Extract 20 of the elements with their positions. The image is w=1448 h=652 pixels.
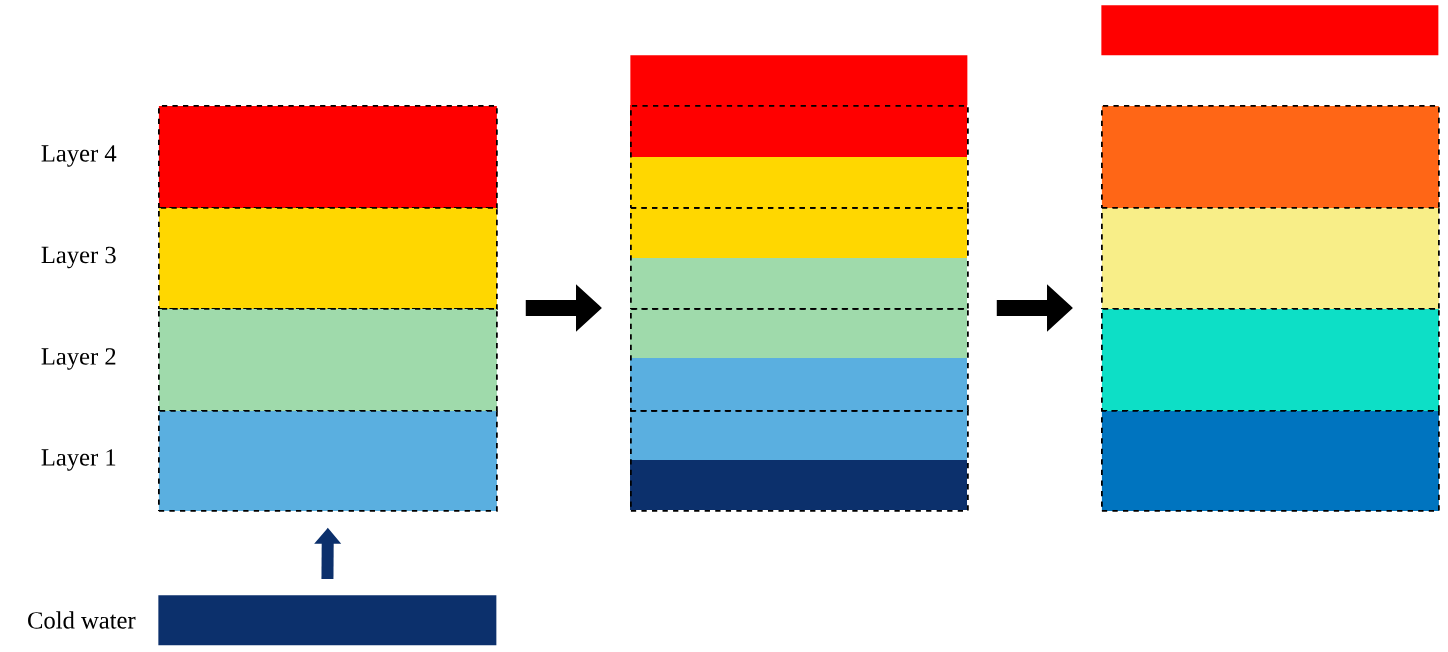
layer-label: Layer 4	[41, 145, 117, 167]
layer-box	[630, 308, 969, 412]
layer-label: Cold water	[28, 611, 136, 629]
layer-box	[630, 207, 969, 310]
layer-label: Layer 2	[41, 348, 116, 370]
layer-label: Layer 1	[41, 449, 116, 471]
layer-box	[1101, 410, 1440, 512]
layer-box	[1101, 105, 1440, 209]
water-bar	[1101, 5, 1439, 56]
layer-label: Layer 3	[41, 246, 116, 269]
water-bar	[158, 595, 497, 646]
layer-box	[1101, 308, 1440, 412]
layer-box	[158, 308, 498, 412]
layer-box	[630, 410, 969, 512]
layer-box	[1101, 207, 1440, 310]
layer-box	[158, 207, 498, 310]
layer-box	[158, 105, 498, 209]
layer-box	[158, 410, 498, 512]
layer-box	[630, 105, 969, 209]
water-bar	[630, 55, 968, 106]
